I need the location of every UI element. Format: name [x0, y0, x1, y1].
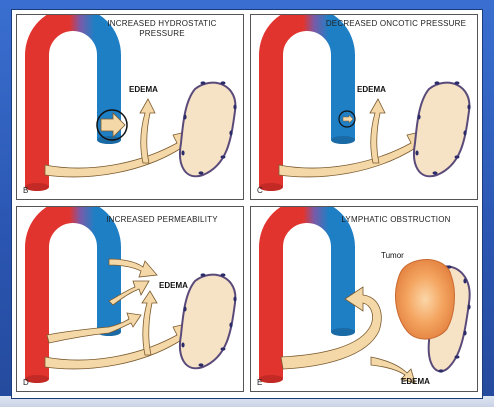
panel-c-drawing [259, 15, 471, 191]
lymphatic-nuclei [438, 265, 471, 373]
panel-c-edema-label: EDEMA [357, 85, 386, 94]
leak-arrow-upper [108, 258, 158, 278]
panel-d-letter: D [23, 378, 29, 387]
panel-d-edema-label: EDEMA [159, 281, 188, 290]
return-arrow [280, 286, 382, 370]
highlight-circle [338, 110, 356, 128]
artery-end [25, 375, 49, 383]
panel-d-drawing [25, 207, 237, 383]
lymph-flow-arrow [44, 320, 200, 370]
highlight-circle [96, 109, 128, 141]
lymphatic-nuclei [181, 273, 237, 367]
capillary-loop [259, 207, 355, 379]
panel-e-edema-label: EDEMA [401, 377, 430, 386]
edema-arrow-down [370, 356, 416, 384]
panel-b-letter: B [23, 186, 29, 195]
panel-b-drawing [25, 15, 237, 191]
tumor-mass [394, 259, 455, 340]
vein-end [331, 328, 355, 336]
vein-end [331, 136, 355, 144]
edema-arrow [141, 290, 158, 356]
lymphatic-nuclei [415, 81, 471, 175]
panel-d: INCREASED PERMEABILITY EDEMA D [16, 206, 244, 392]
capillary-loop [25, 15, 121, 187]
edema-arrow [369, 98, 386, 164]
artery-end [259, 375, 283, 383]
panel-c: DECREASED ONCOTIC PRESSURE EDEMA C [250, 14, 478, 200]
small-arrow [342, 114, 354, 124]
bottom-strip [0, 396, 494, 407]
panel-e-title: LYMPHATIC OBSTRUCTION [341, 215, 451, 224]
figure-frame: INCREASED HYDROSTATIC PRESSURE EDEMA B [12, 10, 482, 398]
edema-arrow [139, 98, 156, 164]
lymphatic-vessel [413, 81, 471, 178]
artery-end [259, 183, 283, 191]
leak-arrow-lower [46, 312, 142, 344]
capillary-loop [259, 15, 355, 187]
tumor-label: Tumor [381, 251, 404, 260]
pressure-arrow [100, 112, 126, 138]
lymphatic-vessel [179, 81, 237, 178]
panel-d-title: INCREASED PERMEABILITY [106, 215, 218, 224]
panel-c-letter: C [257, 186, 263, 195]
panel-e: LYMPHATIC OBSTRUCTION Tumor EDEMA E [250, 206, 478, 392]
lymphatic-vessel [179, 273, 237, 370]
leak-arrow-middle [108, 280, 150, 306]
lymph-flow-arrow [278, 128, 434, 178]
artery-end [25, 183, 49, 191]
capillary-loop [25, 207, 121, 379]
panel-b: INCREASED HYDROSTATIC PRESSURE EDEMA B [16, 14, 244, 200]
panel-e-drawing [259, 207, 471, 384]
panel-b-edema-label: EDEMA [129, 85, 158, 94]
panel-e-letter: E [257, 378, 263, 387]
lymphatic-nuclei [181, 81, 237, 175]
panel-c-title: DECREASED ONCOTIC PRESSURE [325, 19, 467, 28]
panel-b-title: INCREASED HYDROSTATIC PRESSURE [107, 19, 217, 38]
